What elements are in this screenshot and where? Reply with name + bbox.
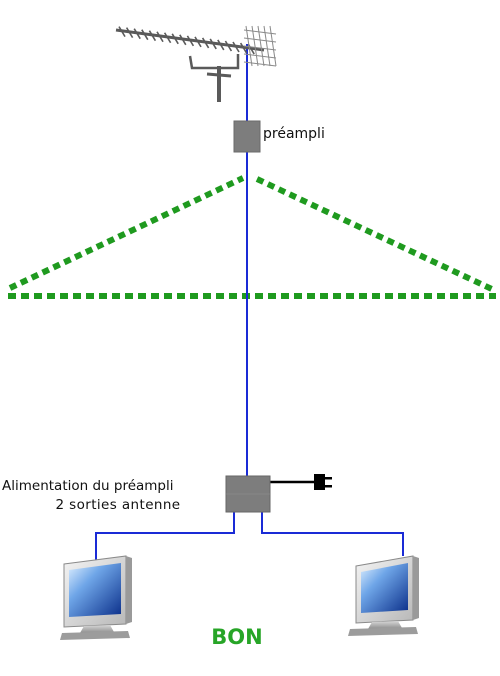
yagi-antenna-icon [115,25,277,102]
plug-icon [314,474,332,490]
monitor-icon [348,555,419,636]
monitor-icon [60,555,132,640]
cable-left-tv [95,512,235,560]
preamp-box-icon [233,120,261,153]
preamp-label: préampli [263,126,325,142]
roof-outline [8,175,498,299]
coax-cables [95,44,404,560]
verdict-label: BON [211,625,263,649]
cable-right-tv [261,512,404,556]
outputs-label: 2 sorties antenne [55,497,181,513]
power-supply-label: Alimentation du préampli [2,478,174,494]
